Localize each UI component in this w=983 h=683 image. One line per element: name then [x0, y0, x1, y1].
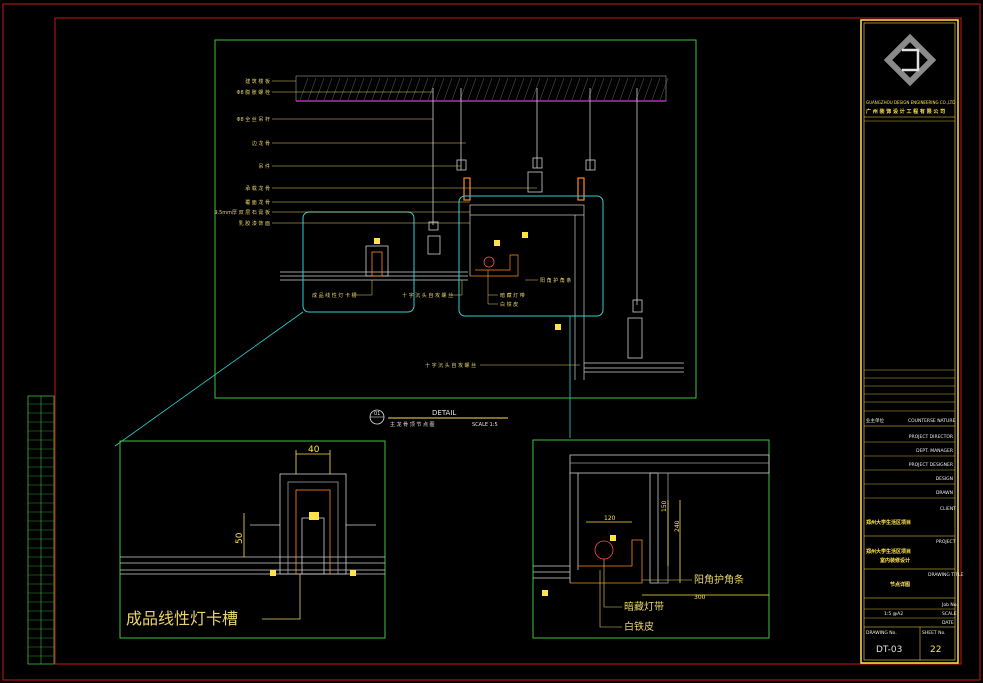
date-tag: DATE: [942, 620, 954, 626]
company-logo: [883, 33, 937, 87]
right-dim-150: 150: [661, 500, 668, 512]
main-label-8: 9.5mm厚 双 层 石 膏 板: [214, 209, 270, 216]
main-label-7: 覆 面 龙 骨: [245, 199, 270, 206]
right-callout-iron-sheet: 白铁皮: [624, 620, 654, 633]
callout-screw: 十 字 沉 头 自 攻 螺 丝: [402, 292, 453, 299]
left-callout: 成品线性灯卡槽: [126, 609, 238, 628]
main-label-3: Φ8 全 丝 吊 杆: [237, 116, 270, 123]
drawing-no: DT-03: [876, 645, 902, 655]
right-callout-corner-bead: 阳角护角条: [694, 573, 744, 586]
drawing-title: 节点详图: [890, 581, 910, 588]
main-label-1: 建 筑 楼 板: [245, 78, 270, 85]
client-value: COUNTERSE NATURE: [908, 418, 955, 424]
title-block-midrows: [864, 369, 955, 412]
main-label-4: 边 龙 骨: [252, 140, 270, 147]
client-name: 郑州大学生活区项目: [866, 519, 911, 526]
edge-keels: [463, 177, 585, 201]
right-callout-hidden-light: 暗藏灯带: [624, 600, 664, 613]
callout-iron-sheet: 白 铁 皮: [500, 301, 518, 308]
detail-word: DETAIL: [432, 409, 456, 417]
sheet-no-tag: SHEET No.: [922, 630, 946, 636]
detail-header: 01 DETAIL 主 龙 骨 顶 节 点 图 SCALE 1:5: [369, 409, 508, 428]
tb-row-1: PROJECT DIRECTOR: [909, 434, 953, 440]
left-detail-frame: [119, 440, 386, 639]
detail-scale: SCALE 1:5: [472, 422, 498, 428]
title-block: [860, 19, 959, 664]
right-dim-120: 120: [604, 515, 616, 522]
callout-screw-bottom: 十 字 沉 头 自 攻 螺 丝: [425, 362, 476, 369]
hanger-rods: [427, 88, 643, 359]
callout-light-slot: 成 品 线 性 灯 卡 槽: [312, 292, 357, 299]
detail-number: 01: [374, 411, 380, 417]
inner-frame: [54, 17, 962, 665]
company-name-en: GUANGZHOU DESIGN ENGINEERING CO.,LTD: [866, 100, 955, 105]
drawing-title-tag: DRAWING TITLE: [928, 572, 964, 578]
main-section-frame: [214, 39, 697, 399]
tb-row-2: DEPT. MANAGER: [916, 448, 953, 454]
ceiling-boards: [280, 204, 684, 380]
main-label-9: 乳 胶 漆 饰 面: [239, 220, 270, 227]
right-dim-240: 240: [674, 520, 681, 532]
project-name-1: 郑州大学生活区项目: [866, 548, 911, 555]
label-leaders: [272, 80, 537, 224]
scale-value: 1:5 @A2: [884, 611, 903, 617]
left-dim-top: 40: [308, 445, 320, 455]
left-detail-geometry: [120, 450, 385, 576]
drawing-no-tag: DRAWING No.: [866, 630, 897, 636]
right-detail-geometry: [533, 454, 770, 596]
right-detail-frame: [532, 439, 770, 639]
tb-row-3: PROJECT DESIGNER: [909, 462, 953, 468]
leader-left: [114, 311, 304, 447]
detail-caption: 主 龙 骨 顶 节 点 图: [390, 421, 435, 428]
left-dim-side: 50: [235, 532, 245, 544]
main-label-6: 承 载 龙 骨: [245, 185, 270, 192]
callout-corner-bead: 阳 角 护 角 条: [540, 277, 571, 284]
client-tag: CLIENT: [940, 506, 956, 512]
main-light-slot: [365, 232, 528, 277]
revision-strip: [27, 395, 55, 665]
detail-bubble-right[interactable]: [458, 195, 604, 317]
client-label: 业主单位: [866, 417, 884, 424]
right-dim-300: 300: [694, 594, 706, 601]
scale-tag: SCALE: [942, 611, 957, 617]
tb-row-4: DESIGN: [936, 476, 953, 482]
outer-frame: [2, 3, 981, 681]
main-label-5: 吊 件: [258, 163, 270, 170]
building-slab: [295, 75, 669, 102]
job-no-tag: Job No.: [941, 602, 958, 608]
sheet-no: 22: [930, 645, 941, 655]
project-name-2: 室内装修设计: [880, 557, 910, 564]
main-label-2: Φ8 膨 胀 螺 栓: [237, 89, 270, 96]
company-name-cn: 广 州 装 饰 设 计 工 程 有 限 公 司: [866, 108, 945, 115]
tb-row-5: DRAWN: [936, 490, 953, 496]
project-tag: PROJECT: [936, 539, 956, 545]
callout-hidden-light: 暗 藏 灯 带: [500, 292, 525, 299]
